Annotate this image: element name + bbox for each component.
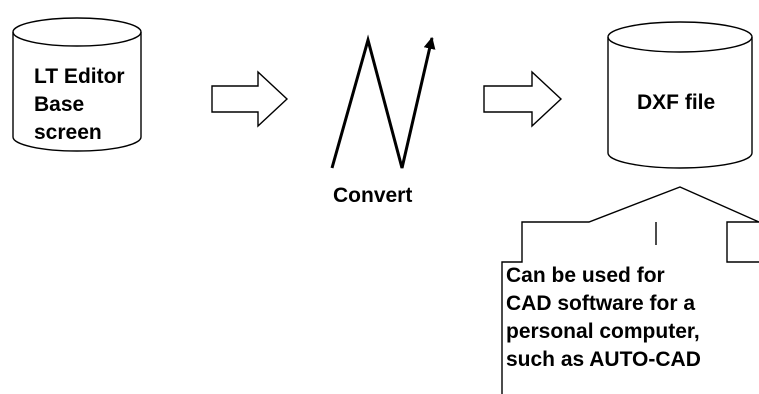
note-line-1: Can be used for <box>506 264 665 287</box>
dxf-file-label: DXF file <box>637 91 716 114</box>
zigzag-arrow-icon <box>330 34 436 169</box>
note-line-3: personal computer, <box>506 320 700 343</box>
note-text-block: Can be used for CAD software for a perso… <box>506 262 758 374</box>
source-cylinder-icon <box>12 17 142 152</box>
source-label-line-2: Base <box>34 93 85 116</box>
arrow-right-icon <box>211 70 289 128</box>
source-label-line-3: screen <box>34 121 102 144</box>
target-cylinder-icon <box>607 21 753 169</box>
note-line-4: such as AUTO-CAD <box>506 348 701 371</box>
arrow-right-icon <box>483 70 563 128</box>
arrow-up-icon <box>501 186 759 394</box>
convert-label: Convert <box>333 184 413 207</box>
note-line-2: CAD software for a <box>506 292 696 315</box>
source-label-line-1: LT Editor <box>34 65 125 88</box>
